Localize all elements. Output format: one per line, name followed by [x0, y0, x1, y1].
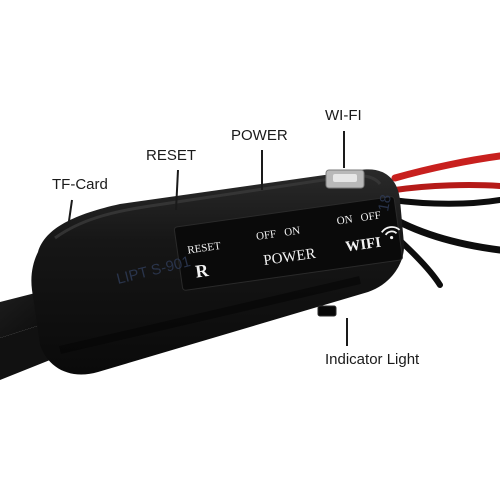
callout-wifi: WI-FI — [325, 107, 362, 124]
wire-red — [391, 152, 500, 182]
leader-tf-card — [67, 199, 73, 229]
body-shadow — [59, 276, 361, 354]
panel-reset-small: RESET — [187, 240, 222, 257]
edge-text-right: 18 — [375, 193, 395, 212]
leader-reset — [175, 169, 179, 211]
panel-power-label: POWER — [263, 246, 317, 269]
control-panel: RESET R OFF ON POWER ON OFF WIFI — [173, 196, 403, 291]
callout-tf-card: TF-Card — [52, 176, 108, 193]
wire-black-1 — [389, 197, 500, 207]
metal-connector-inner — [333, 174, 357, 182]
wifi-icon — [381, 226, 401, 240]
wire-red-2 — [392, 182, 500, 193]
panel-reset-letter: R — [194, 260, 211, 282]
indicator-light — [317, 305, 337, 317]
callout-power: POWER — [231, 127, 288, 144]
callout-reset: RESET — [146, 147, 197, 164]
callout-indicator-light: Indicator Light — [325, 351, 420, 368]
panel-wifi-label: WIFI — [344, 235, 382, 256]
body-highlight — [54, 174, 382, 240]
